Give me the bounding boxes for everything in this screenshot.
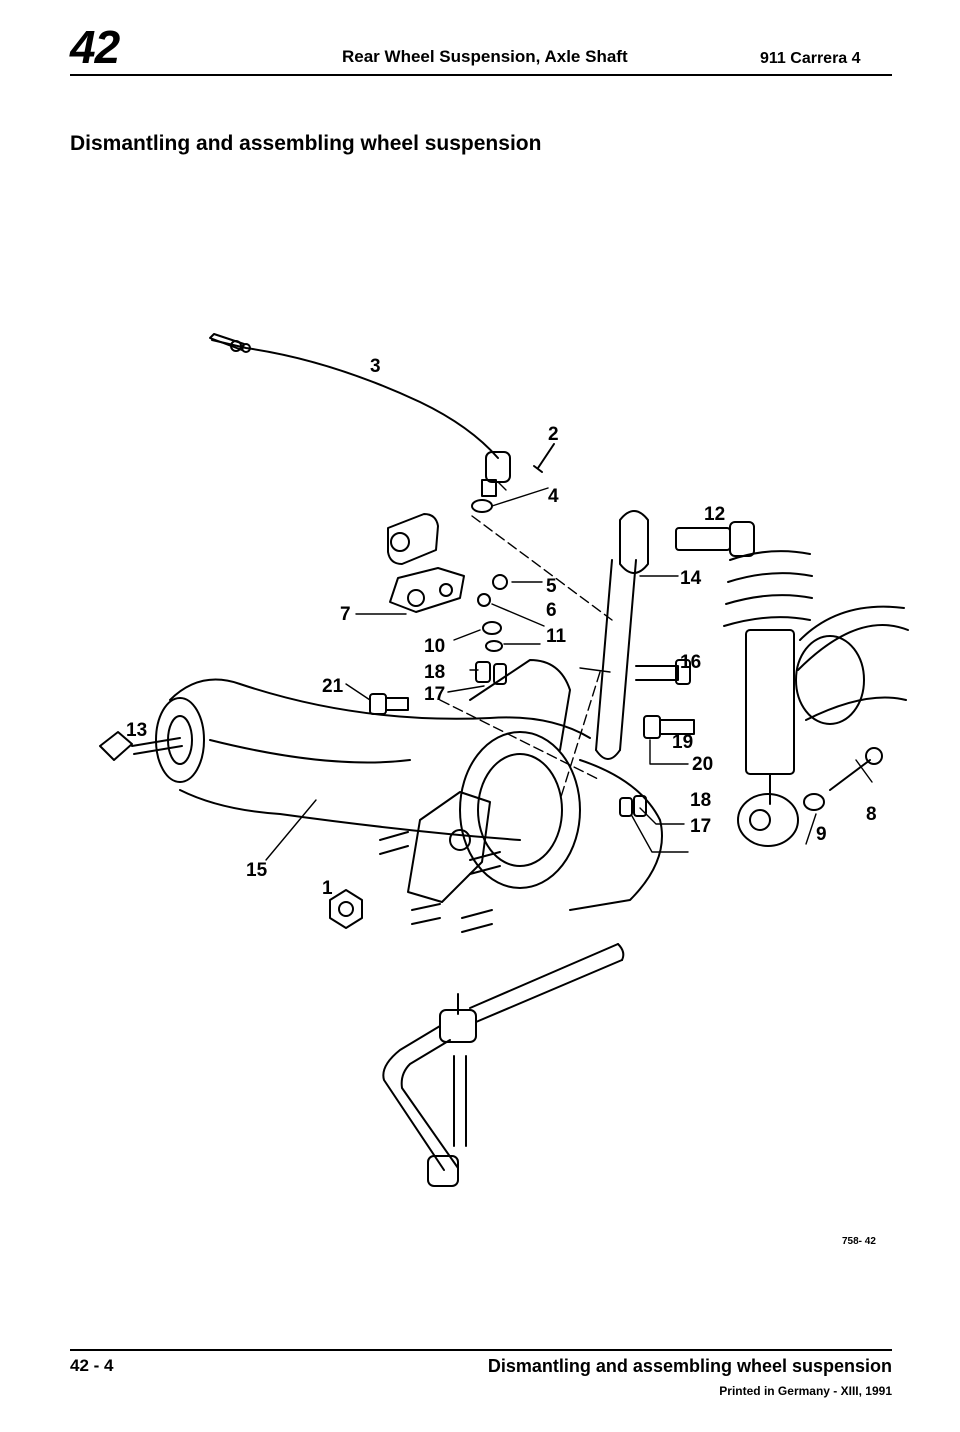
callout-20: 20 [692, 754, 713, 775]
callout-17-b: 17 [690, 816, 711, 837]
axle-boot [795, 605, 909, 725]
wheel-studs [379, 831, 501, 933]
bolt-16 [635, 659, 691, 685]
header-model: 911 Carrera 4 [760, 50, 861, 67]
callout-12: 12 [704, 504, 725, 525]
callout-1: 1 [322, 878, 333, 899]
callout-7: 7 [340, 604, 351, 625]
bolt-8 [829, 759, 871, 791]
callout-21: 21 [322, 676, 344, 697]
washer [485, 640, 503, 652]
nut [492, 574, 508, 590]
footer-rule [70, 1349, 892, 1351]
bolt-head [493, 663, 507, 685]
speed-sensor [481, 443, 555, 497]
spring-damper [723, 550, 813, 847]
callout-18: 18 [424, 662, 445, 683]
bolt-head [475, 661, 491, 683]
callout-4: 4 [548, 486, 559, 507]
header-rule [70, 74, 892, 76]
callout-18-b: 18 [690, 790, 711, 811]
bolt-21 [369, 693, 409, 715]
callout-3: 3 [370, 356, 381, 377]
stabilizer-bar [382, 943, 625, 1187]
nut [633, 795, 647, 817]
bolt-19 [643, 715, 695, 739]
section-title: Dismantling and assembling wheel suspens… [70, 132, 542, 155]
callout-8: 8 [866, 804, 877, 825]
callout-6: 6 [546, 600, 557, 621]
exploded-suspension-diagram: 3 2 4 12 14 5 6 7 10 11 18 16 21 17 13 1… [99, 333, 909, 1187]
washer [477, 593, 491, 607]
callout-10: 10 [424, 636, 445, 657]
header-title: Rear Wheel Suspension, Axle Shaft [342, 47, 628, 66]
callout-17: 17 [424, 684, 445, 705]
figure-id: 758- 42 [842, 1236, 876, 1247]
callout-15: 15 [246, 860, 268, 881]
bolt-12 [675, 521, 755, 557]
page-number: 42 - 4 [70, 1356, 114, 1375]
callout-9: 9 [816, 824, 827, 845]
nut-18 [619, 797, 633, 817]
bushing-bracket [387, 513, 465, 613]
callout-16: 16 [680, 652, 701, 673]
upper-link [595, 510, 649, 760]
o-ring [471, 499, 493, 513]
wheel-hub [407, 659, 663, 911]
wheel-nut [329, 889, 363, 929]
footer-title: Dismantling and assembling wheel suspens… [487, 1356, 892, 1376]
print-info: Printed in Germany - XIII, 1991 [719, 1384, 892, 1398]
callout-5: 5 [546, 576, 557, 597]
nut [482, 621, 502, 635]
washer-9 [803, 793, 825, 811]
callout-11: 11 [546, 626, 567, 647]
callout-14: 14 [680, 568, 702, 589]
leader-lines [265, 481, 873, 861]
callout-2: 2 [548, 424, 559, 445]
bolt-13 [99, 731, 183, 761]
callout-19: 19 [672, 732, 693, 753]
sensor-cable [209, 333, 499, 459]
control-arm [155, 678, 591, 841]
callout-13: 13 [126, 720, 147, 741]
chapter-number: 42 [70, 21, 120, 73]
